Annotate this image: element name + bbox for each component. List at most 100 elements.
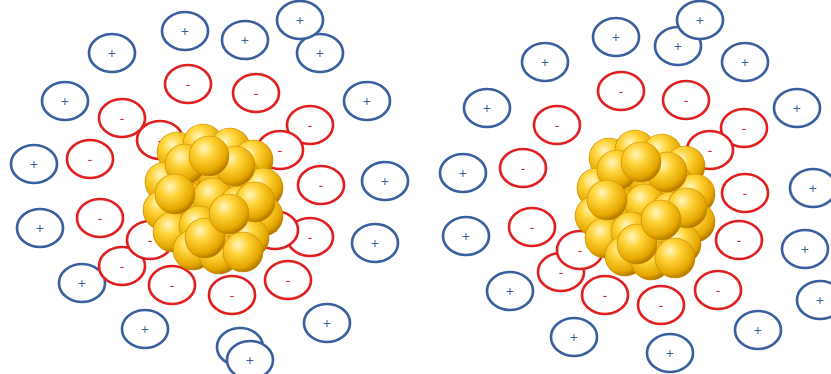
cation-ring bbox=[120, 308, 170, 350]
cation-ion: + bbox=[342, 80, 392, 122]
cation-ion: + bbox=[360, 160, 410, 202]
minus-sign: - bbox=[659, 297, 664, 313]
cation-ring bbox=[733, 309, 783, 351]
anion-ion: - bbox=[714, 219, 764, 261]
cation-ion: + bbox=[438, 152, 488, 194]
anion-ring bbox=[714, 219, 764, 261]
plus-sign: + bbox=[741, 54, 749, 70]
plus-sign: + bbox=[459, 165, 467, 181]
plus-sign: + bbox=[696, 12, 704, 28]
minus-sign: - bbox=[742, 120, 747, 136]
anion-ring bbox=[498, 147, 548, 189]
cation-ion: + bbox=[87, 32, 137, 74]
cation-ion: + bbox=[772, 87, 822, 129]
cation-ring bbox=[485, 270, 535, 312]
cation-ring bbox=[645, 332, 695, 374]
cation-ring bbox=[220, 19, 270, 61]
minus-sign: - bbox=[684, 92, 689, 108]
cation-ring bbox=[160, 10, 210, 52]
plus-sign: + bbox=[801, 241, 809, 257]
anion-ion: - bbox=[580, 274, 630, 316]
plus-sign: + bbox=[246, 352, 254, 368]
anion-ring bbox=[580, 274, 630, 316]
particle-cluster bbox=[142, 123, 284, 275]
cation-ion: + bbox=[40, 80, 90, 122]
anion-ion: - bbox=[231, 72, 281, 114]
cation-ion: + bbox=[441, 215, 491, 257]
plus-sign: + bbox=[674, 38, 682, 54]
cation-ring bbox=[549, 316, 599, 358]
cation-ion: + bbox=[275, 0, 325, 41]
plus-sign: + bbox=[570, 329, 578, 345]
minus-sign: - bbox=[278, 142, 283, 158]
anion-ion: - bbox=[720, 172, 770, 214]
cation-ion: + bbox=[225, 339, 275, 374]
anion-ring bbox=[147, 264, 197, 306]
cation-ring bbox=[675, 0, 725, 41]
anion-ring bbox=[231, 72, 281, 114]
plus-sign: + bbox=[363, 93, 371, 109]
cation-ring bbox=[295, 32, 345, 74]
anion-ion: - bbox=[507, 206, 557, 248]
cation-ion: + bbox=[591, 16, 641, 58]
particle-sphere bbox=[620, 141, 662, 183]
anion-ion: - bbox=[596, 70, 646, 112]
minus-sign: - bbox=[230, 287, 235, 303]
minus-sign: - bbox=[521, 160, 526, 176]
anion-ion: - bbox=[207, 274, 257, 316]
minus-sign: - bbox=[737, 232, 742, 248]
minus-sign: - bbox=[716, 282, 721, 298]
minus-sign: - bbox=[319, 177, 324, 193]
cation-ring bbox=[438, 152, 488, 194]
anion-ion: - bbox=[661, 79, 711, 121]
cation-ion: + bbox=[295, 32, 345, 74]
cation-ring bbox=[788, 167, 831, 209]
cation-ring bbox=[780, 228, 830, 270]
plus-sign: + bbox=[36, 220, 44, 236]
anion-ring bbox=[296, 164, 346, 206]
cation-ion: + bbox=[220, 19, 270, 61]
particle-cluster bbox=[574, 129, 716, 281]
cation-ion: + bbox=[549, 316, 599, 358]
anion-ring bbox=[75, 197, 125, 239]
minus-sign: - bbox=[708, 142, 713, 158]
minus-sign: - bbox=[743, 185, 748, 201]
right-double-layer: ++++++++++++++++-------------- bbox=[438, 0, 831, 374]
cation-ring bbox=[520, 41, 570, 83]
particle-sphere bbox=[586, 179, 628, 221]
cation-ring bbox=[302, 302, 352, 344]
plus-sign: + bbox=[793, 100, 801, 116]
minus-sign: - bbox=[120, 258, 125, 274]
anion-ring bbox=[507, 206, 557, 248]
cation-ring bbox=[350, 222, 400, 264]
anion-ring bbox=[207, 274, 257, 316]
particle-sphere bbox=[154, 173, 196, 215]
anion-ring bbox=[636, 284, 686, 326]
plus-sign: + bbox=[181, 23, 189, 39]
anion-ion: - bbox=[285, 104, 335, 146]
plus-sign: + bbox=[323, 315, 331, 331]
minus-sign: - bbox=[148, 232, 153, 248]
cation-ion: + bbox=[9, 143, 59, 185]
cation-ion: + bbox=[302, 302, 352, 344]
anion-ring bbox=[263, 259, 313, 301]
plus-sign: + bbox=[141, 321, 149, 337]
minus-sign: - bbox=[98, 210, 103, 226]
cation-ring bbox=[462, 87, 512, 129]
anion-ion: - bbox=[498, 147, 548, 189]
plus-sign: + bbox=[30, 156, 38, 172]
plus-sign: + bbox=[483, 100, 491, 116]
cation-ring bbox=[57, 262, 107, 304]
anion-ion: - bbox=[693, 269, 743, 311]
cation-ion: + bbox=[57, 262, 107, 304]
minus-sign: - bbox=[254, 85, 259, 101]
cation-ion: + bbox=[645, 332, 695, 374]
plus-sign: + bbox=[61, 93, 69, 109]
plus-sign: + bbox=[78, 275, 86, 291]
cation-ring bbox=[275, 0, 325, 41]
minus-sign: - bbox=[578, 242, 583, 258]
plus-sign: + bbox=[541, 54, 549, 70]
minus-sign: - bbox=[308, 229, 313, 245]
anion-ring bbox=[65, 138, 115, 180]
anion-ion: - bbox=[719, 107, 769, 149]
